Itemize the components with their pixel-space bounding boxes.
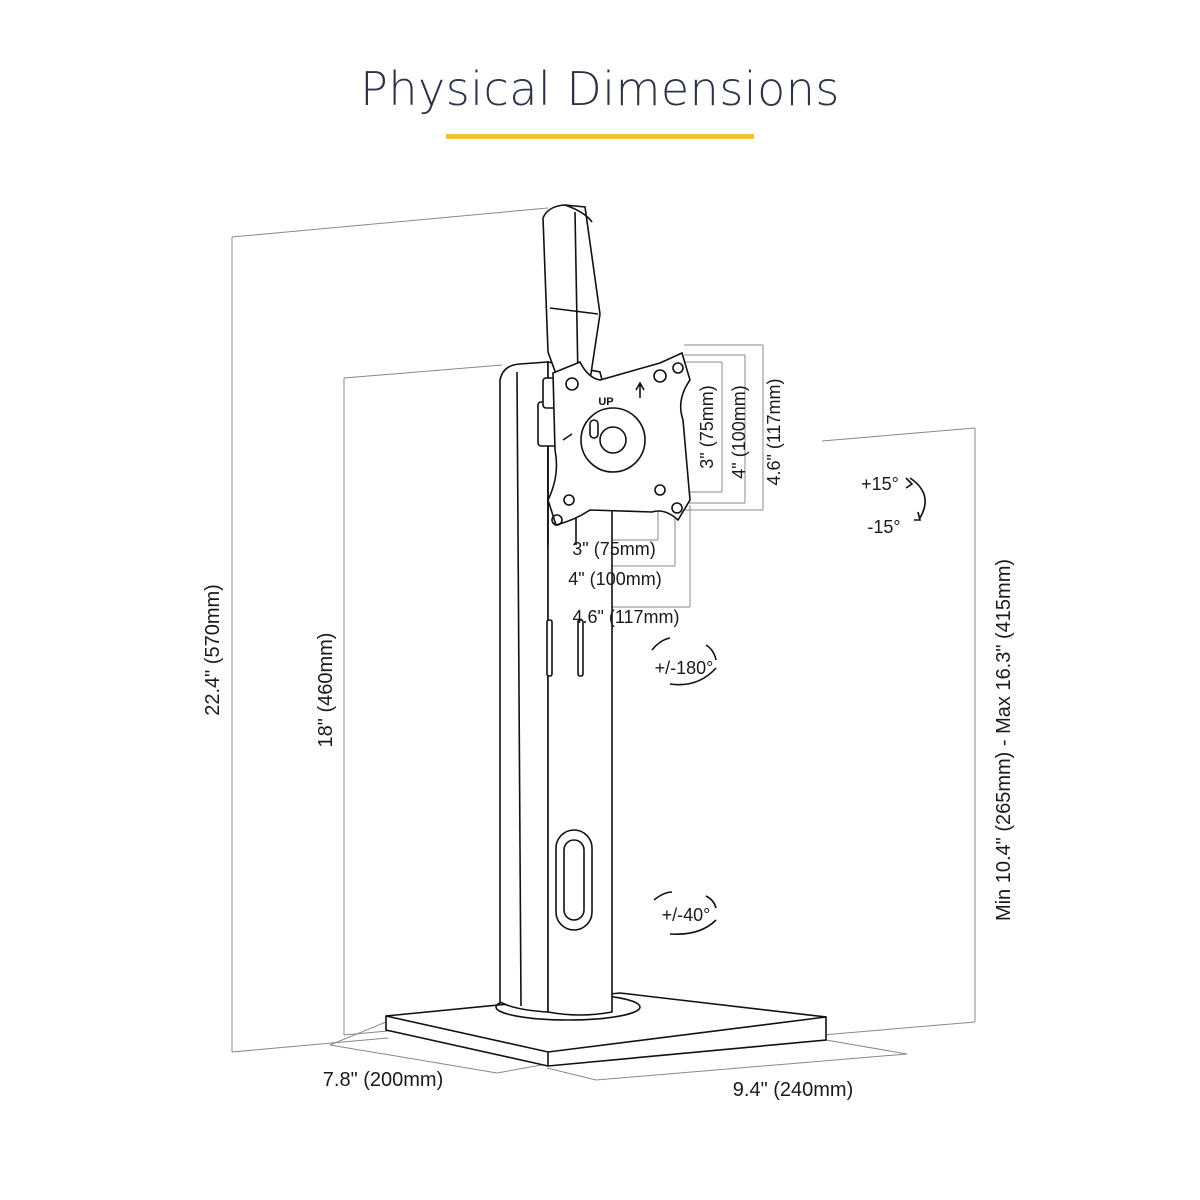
stand-pole [499,361,613,1016]
vesa-plate: UP [547,351,691,526]
vesa-v-100-label: 4" (100mm) [729,385,749,478]
tilt-up-label: +15° [861,474,899,494]
vesa-h-75-label: 3" (75mm) [572,539,655,559]
dimension-lines [231,207,976,1081]
upper-arm [542,204,601,386]
tilt-down-label: -15° [867,517,900,537]
height-range-label: Min 10.4" (265mm) - Max 16.3" (415mm) [993,559,1015,921]
vesa-v-117-label: 4.6" (117mm) [764,378,784,485]
base-plate [385,992,827,1067]
vesa-h-100-label: 4" (100mm) [568,569,661,589]
vesa-h-117-label: 4.6" (117mm) [572,607,679,627]
vesa-v-75-label: 3" (75mm) [697,385,717,468]
base-depth-label: 7.8" (200mm) [323,1069,443,1091]
dimension-labels: 22.4" (570mm) 18" (460mm) Min 10.4" (265… [202,378,1015,1101]
base-width-label: 9.4" (240mm) [733,1079,853,1101]
rotation-arrows [651,477,926,936]
swivel-label: +/-40° [662,905,711,925]
total-height-label: 22.4" (570mm) [202,584,224,716]
title-underline [446,134,754,139]
pole-height-label: 18" (460mm) [315,633,337,748]
rotate-label: +/-180° [655,658,714,678]
page-title: Physical Dimensions [360,62,840,116]
vesa-up-label: UP [598,396,613,408]
